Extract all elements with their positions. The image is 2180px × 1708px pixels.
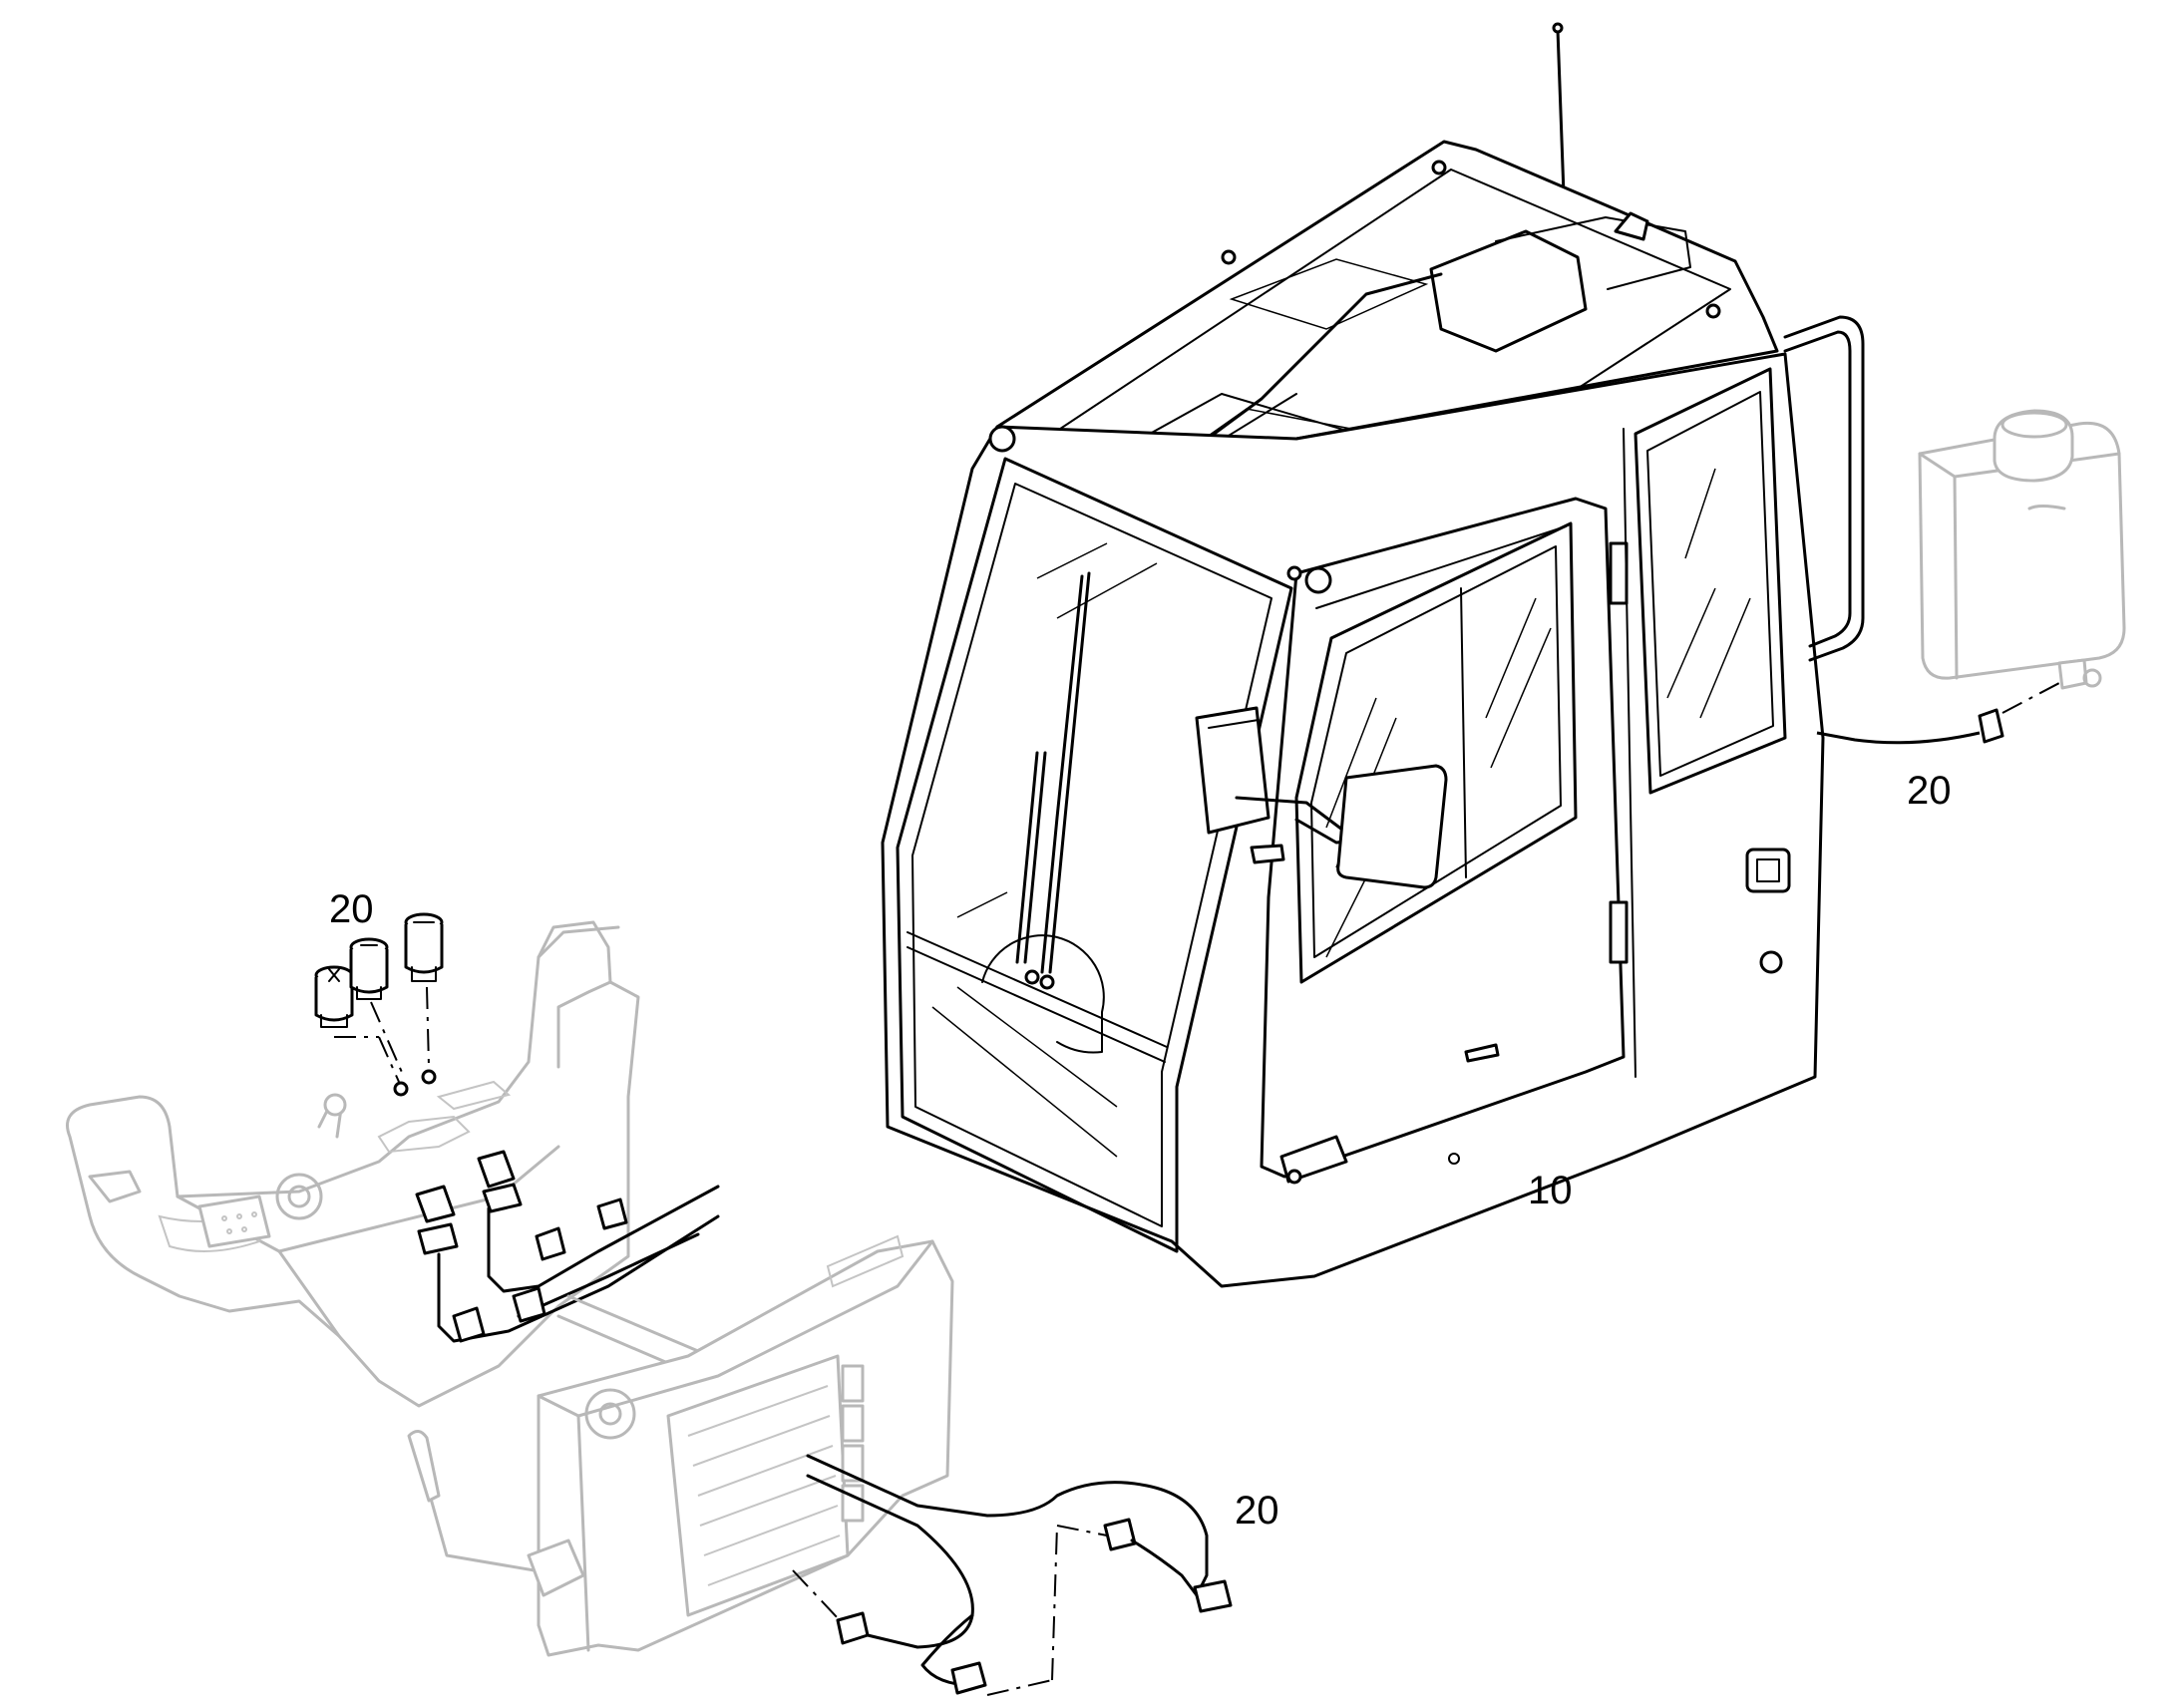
console-harness <box>437 1185 720 1378</box>
cab-emblem <box>1745 848 1791 893</box>
antenna <box>1556 28 1566 196</box>
switch-2 <box>349 937 389 1000</box>
cab-door <box>1260 497 1626 1179</box>
callout-harness-bottom: 20 <box>1235 1489 1279 1533</box>
switch-1 <box>314 965 354 1028</box>
grab-handle <box>1783 315 1865 662</box>
main-harness <box>792 1454 1233 1696</box>
connector-c <box>1103 1518 1137 1551</box>
switch-3 <box>404 912 444 982</box>
operator-cab <box>881 22 1865 1288</box>
controller-box <box>407 1234 954 1657</box>
relay-group <box>415 1150 523 1255</box>
mirror-assembly <box>1195 706 1448 889</box>
washer-harness <box>1816 682 2060 745</box>
switch-group <box>314 912 444 1097</box>
callout-cab: 10 <box>1528 1169 1573 1212</box>
connector-d <box>1193 1579 1233 1613</box>
door-window <box>1294 521 1578 984</box>
front-wiper <box>981 571 1105 1054</box>
front-window-frame <box>896 457 1293 1253</box>
roof-unit <box>1429 229 1588 353</box>
callout-switches: 20 <box>329 887 374 931</box>
callout-harness-right: 20 <box>1907 769 1952 813</box>
connector-a <box>836 1611 870 1645</box>
rear-side-window <box>1634 367 1787 795</box>
washer-tank <box>1918 409 2126 690</box>
front-glass <box>1036 542 1108 579</box>
connector-b <box>950 1661 987 1695</box>
roof-wiper <box>1165 272 1443 471</box>
